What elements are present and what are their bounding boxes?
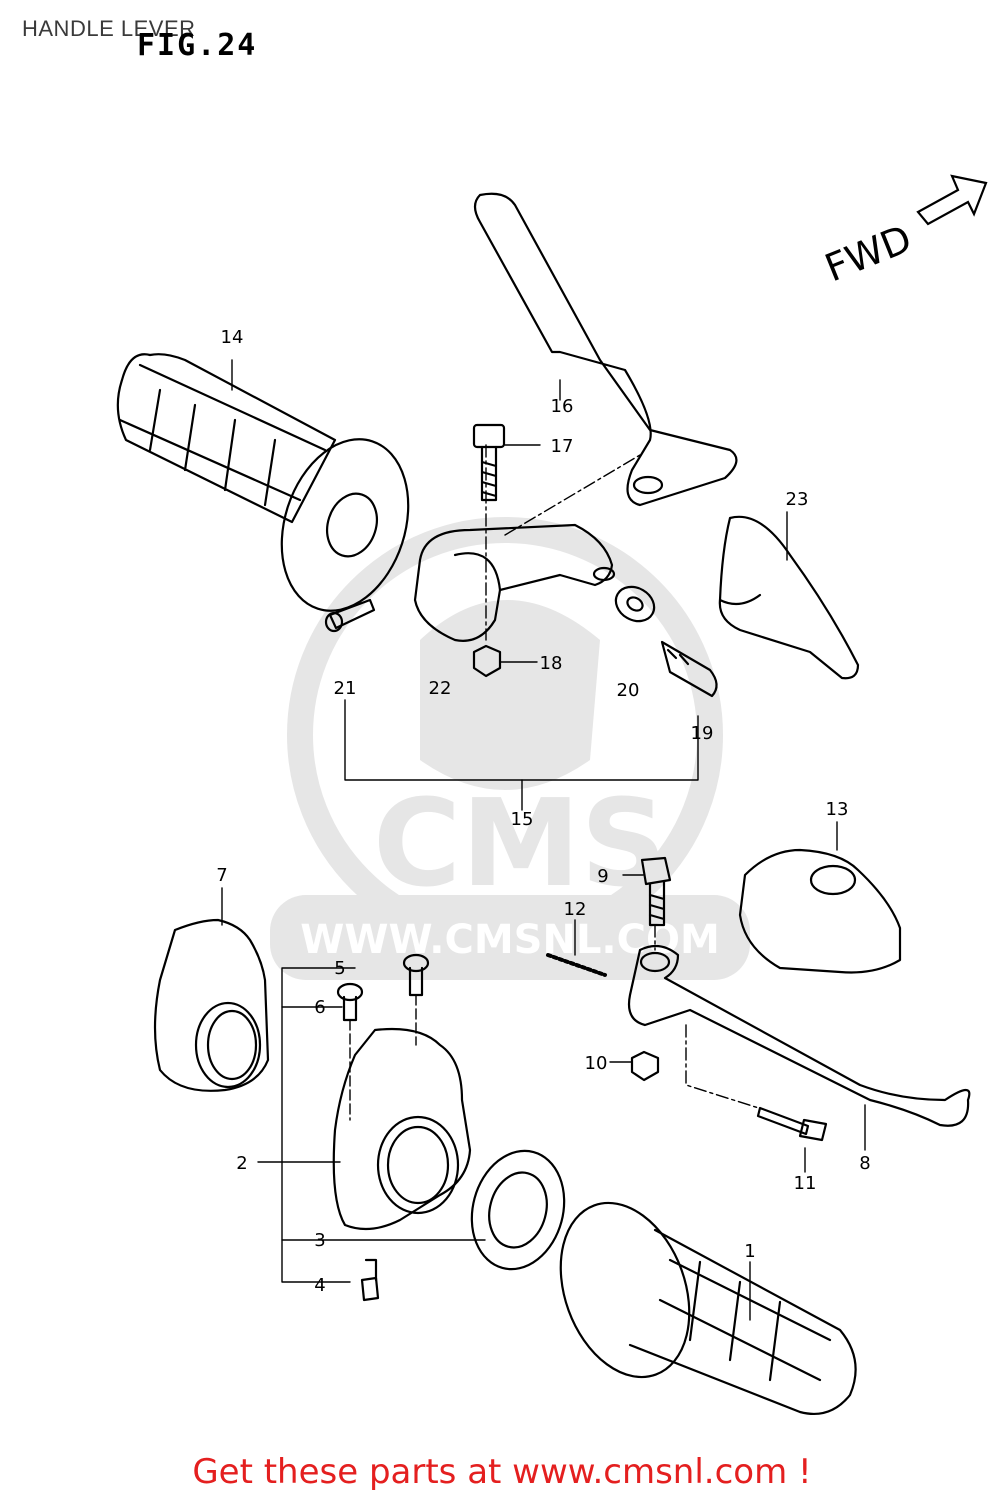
- cms-watermark: CMS WWW.CMSNL.COM: [270, 517, 750, 980]
- adjuster-19-part: [660, 640, 718, 698]
- watermark-brand: CMS: [373, 775, 667, 914]
- callout-12: 12: [564, 899, 587, 920]
- callout-numbers: 14 16 17 23 18 21 22 20 19 15 13 7 9 12 …: [216, 327, 870, 1296]
- nut-18-part: [472, 644, 502, 678]
- callout-3: 3: [314, 1230, 325, 1251]
- bolt-9-part: [640, 856, 672, 927]
- callout-21: 21: [334, 678, 357, 699]
- screw-4-part: [360, 1258, 380, 1302]
- collar-20-part: [614, 585, 656, 623]
- bolt-11-part: [756, 1106, 828, 1142]
- callout-4: 4: [314, 1275, 325, 1296]
- callout-22: 22: [429, 678, 452, 699]
- callout-leaders: [221, 359, 866, 1321]
- callout-11: 11: [794, 1173, 817, 1194]
- callout-14: 14: [221, 327, 244, 348]
- callout-23: 23: [786, 489, 809, 510]
- callout-1: 1: [744, 1241, 755, 1262]
- screw-6-part: [336, 982, 364, 1022]
- throttle-housing-part: [332, 1027, 472, 1231]
- clutch-lever-part: [473, 192, 738, 507]
- callout-6: 6: [314, 997, 325, 1018]
- callout-20: 20: [617, 680, 640, 701]
- right-grip-part: [559, 1201, 857, 1416]
- nut-10-part: [630, 1050, 660, 1082]
- callout-8: 8: [859, 1153, 870, 1174]
- perch-cover-part: [738, 848, 902, 974]
- callout-15: 15: [511, 809, 534, 830]
- left-grip-part: [116, 353, 410, 612]
- callout-18: 18: [540, 653, 563, 674]
- forward-direction-indicator: FWD: [819, 174, 988, 290]
- callout-13: 13: [826, 799, 849, 820]
- page-title: HANDLE LEVER: [22, 16, 196, 41]
- callout-7: 7: [216, 865, 227, 886]
- callout-16: 16: [551, 396, 574, 417]
- screw-21-part: [324, 598, 376, 633]
- callout-17: 17: [551, 436, 574, 457]
- brake-lever-part: [627, 944, 971, 1127]
- footer-cta: Get these parts at www.cmsnl.com !: [192, 1452, 812, 1492]
- callout-19: 19: [691, 723, 714, 744]
- callout-2: 2: [236, 1153, 247, 1174]
- throttle-cam-part: [470, 1149, 566, 1271]
- figure-label: FIG.24: [137, 28, 258, 63]
- callout-10: 10: [585, 1053, 608, 1074]
- lever-holder-part: [413, 523, 616, 642]
- lever-cover-part: [718, 515, 860, 680]
- arrow-right-icon: [916, 174, 988, 226]
- callout-5: 5: [334, 958, 345, 979]
- spring-12-part: [546, 953, 607, 977]
- fwd-label: FWD: [819, 216, 918, 290]
- throttle-cover-part: [153, 918, 270, 1092]
- bolt-17-part: [472, 423, 506, 502]
- callout-9: 9: [597, 866, 608, 887]
